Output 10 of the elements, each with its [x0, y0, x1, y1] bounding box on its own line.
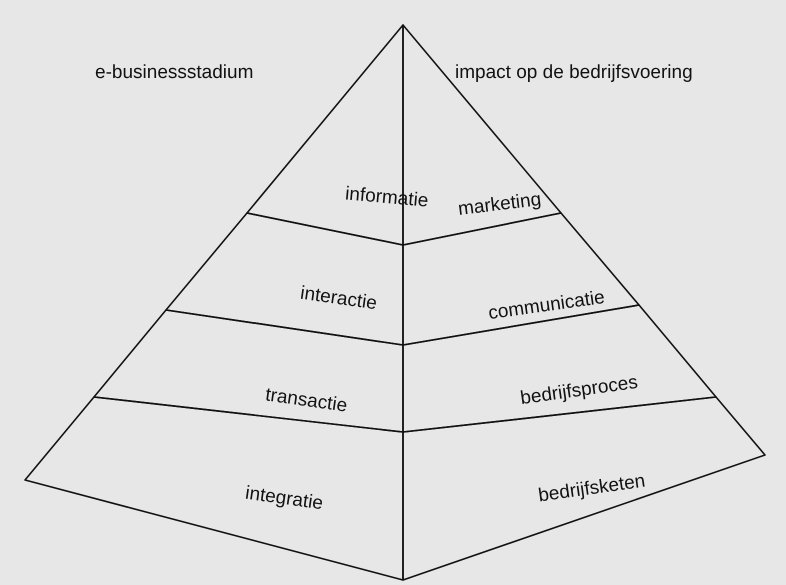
segment-label: communicatie [487, 286, 606, 326]
segment-label: informatie [344, 183, 430, 213]
segment-label: bedrijfsproces [519, 372, 640, 410]
segment-label: integratie [244, 482, 324, 516]
column-heading: impact op de bedrijfsvoering [455, 62, 693, 84]
column-heading: e-businessstadium [95, 62, 254, 84]
segment-label: marketing [456, 189, 542, 221]
segment-label: bedrijfsketen [537, 470, 647, 508]
segment-label: interactie [298, 282, 378, 316]
segment-label: transactie [264, 384, 348, 418]
